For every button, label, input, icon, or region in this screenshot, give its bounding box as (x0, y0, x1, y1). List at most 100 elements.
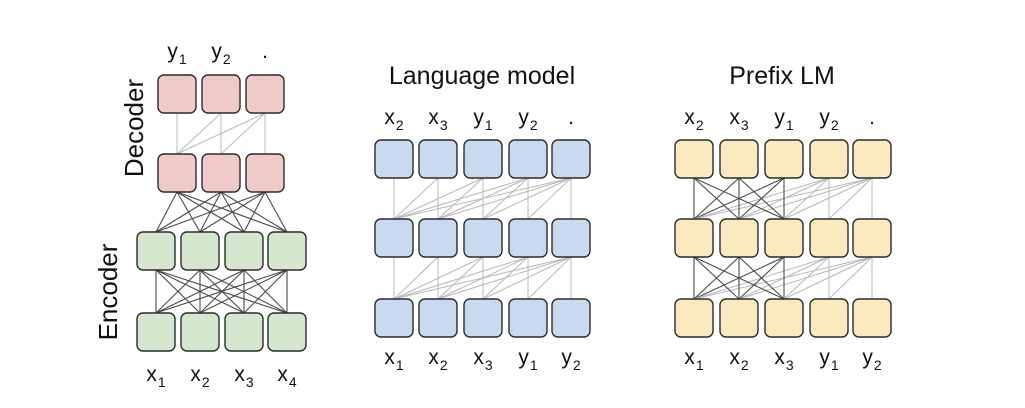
prefix-input-token-1-sub: 1 (696, 357, 704, 373)
prefix-hidden-node-3 (764, 218, 804, 258)
prefix-output-node-3 (764, 139, 804, 179)
encoder-input-node-3 (224, 312, 264, 352)
lm-input-node-4 (508, 298, 548, 338)
prefix-lm-title: Prefix LM (729, 62, 835, 90)
lm-output-node-5 (551, 139, 591, 179)
prefix-output-node-5 (852, 139, 892, 179)
prefix-hidden-node-1 (674, 218, 714, 258)
prefix-hidden-node-2 (719, 218, 759, 258)
prefix-output-token-3-base: y (774, 106, 785, 129)
encoder-hidden-node-2 (180, 231, 220, 271)
lm-connection-lower-1-2 (437, 256, 484, 300)
prefix-connection-lower-3-4 (828, 256, 873, 300)
encoder-input-node-4 (267, 312, 307, 352)
encoder-input-token-4-base: x (277, 363, 288, 386)
prefix-connection-lower-2-1 (738, 256, 785, 300)
lm-input-token-2-sub: 2 (440, 357, 448, 373)
lm-connection-lower-1-4 (437, 256, 572, 300)
prefix-input-token-2-sub: 2 (741, 357, 749, 373)
lm-output-token-1-sub: 2 (396, 117, 404, 133)
cross-attention-line-2-0 (176, 191, 245, 233)
prefix-input-node-4 (809, 298, 849, 338)
lm-input-token-1-base: x (384, 346, 395, 369)
decoder-output-node-3 (245, 74, 285, 114)
lm-input-token-4-sub: 1 (530, 357, 538, 373)
decoder-side-label: Decoder (119, 79, 149, 178)
lm-input-token-5-base: y (561, 346, 572, 369)
prefix-input-token-5-base: y (862, 346, 873, 369)
prefix-input-node-5 (852, 298, 892, 338)
lm-connection-lower-2-4 (482, 256, 572, 300)
decoder-output-token-2: y2 (211, 40, 231, 67)
lm-input-token-3-base: x (473, 346, 484, 369)
prefix-hidden-node-5 (852, 218, 892, 258)
lm-input-token-3: x3 (473, 346, 493, 373)
prefix-output-token-2-base: x (729, 106, 740, 129)
encoder-input-node-2 (180, 312, 220, 352)
lm-input-node-3 (463, 298, 503, 338)
lm-output-token-3-base: y (473, 106, 484, 129)
lm-output-token-5: . (568, 106, 574, 129)
lm-input-token-1-sub: 1 (396, 357, 404, 373)
lm-output-node-4 (508, 139, 548, 179)
lm-output-token-2: x3 (428, 106, 448, 133)
prefix-output-node-4 (809, 139, 849, 179)
prefix-output-token-2: x3 (729, 106, 749, 133)
encoder-input-token-2-base: x (190, 363, 201, 386)
encoder-input-token-4-sub: 4 (289, 374, 297, 390)
lm-connection-lower-2-3 (482, 256, 529, 300)
cross-attention-line-3-2 (264, 191, 288, 233)
prefix-input-token-4-sub: 1 (831, 357, 839, 373)
prefix-input-node-3 (764, 298, 804, 338)
prefix-output-node-2 (719, 139, 759, 179)
prefix-connection-upper-1-0 (693, 177, 740, 220)
prefix-connection-lower-2-0 (693, 256, 785, 300)
lm-output-token-4-sub: 2 (530, 117, 538, 133)
prefix-output-token-1: x2 (684, 106, 704, 133)
lm-output-token-2-base: x (428, 106, 439, 129)
lm-connection-upper-2-4 (482, 177, 572, 220)
encoder-hidden-node-3 (224, 231, 264, 271)
decoder-input-node-2 (201, 153, 241, 193)
encoder-input-token-3-base: x (234, 363, 245, 386)
lm-output-token-3: y1 (473, 106, 493, 133)
prefix-input-token-5-sub: 2 (874, 357, 882, 373)
prefix-input-node-2 (719, 298, 759, 338)
prefix-input-token-4: y1 (819, 346, 839, 373)
cross-attention-line-0-0 (155, 191, 178, 233)
prefix-input-token-3-base: x (774, 346, 785, 369)
prefix-input-node-1 (674, 298, 714, 338)
prefix-output-token-2-sub: 3 (741, 117, 749, 133)
prefix-input-token-1: x1 (684, 346, 704, 373)
encoder-connection-3-2 (243, 269, 288, 314)
prefix-hidden-node-4 (809, 218, 849, 258)
encoder-input-token-1-sub: 1 (158, 374, 166, 390)
lm-input-node-1 (374, 298, 414, 338)
lm-input-node-2 (418, 298, 458, 338)
lm-hidden-node-3 (463, 218, 503, 258)
decoder-output-token-2-sub: 2 (223, 51, 231, 67)
lm-connection-upper-3-4 (527, 177, 572, 220)
decoder-output-token-1-base: y (167, 40, 178, 63)
decoder-output-token-3: . (262, 40, 268, 63)
lm-hidden-node-2 (418, 218, 458, 258)
decoder-output-token-1-sub: 1 (179, 51, 187, 67)
lm-connection-lower-3-4 (527, 256, 572, 300)
prefix-input-token-3: x3 (774, 346, 794, 373)
encoder-connection-3-1 (199, 269, 288, 314)
language-model-title: Language model (389, 62, 575, 90)
lm-connection-upper-1-4 (437, 177, 572, 220)
lm-output-token-1-base: x (384, 106, 395, 129)
prefix-output-token-5-base: . (869, 106, 875, 129)
prefix-output-token-3: y1 (774, 106, 794, 133)
prefix-input-token-3-sub: 3 (786, 357, 794, 373)
prefix-input-token-4-base: y (819, 346, 830, 369)
lm-connection-upper-0-1 (393, 177, 439, 220)
lm-input-token-5: y2 (561, 346, 581, 373)
encoder-input-token-1-base: x (146, 363, 157, 386)
lm-connection-upper-2-3 (482, 177, 529, 220)
prefix-input-token-2-base: x (729, 346, 740, 369)
